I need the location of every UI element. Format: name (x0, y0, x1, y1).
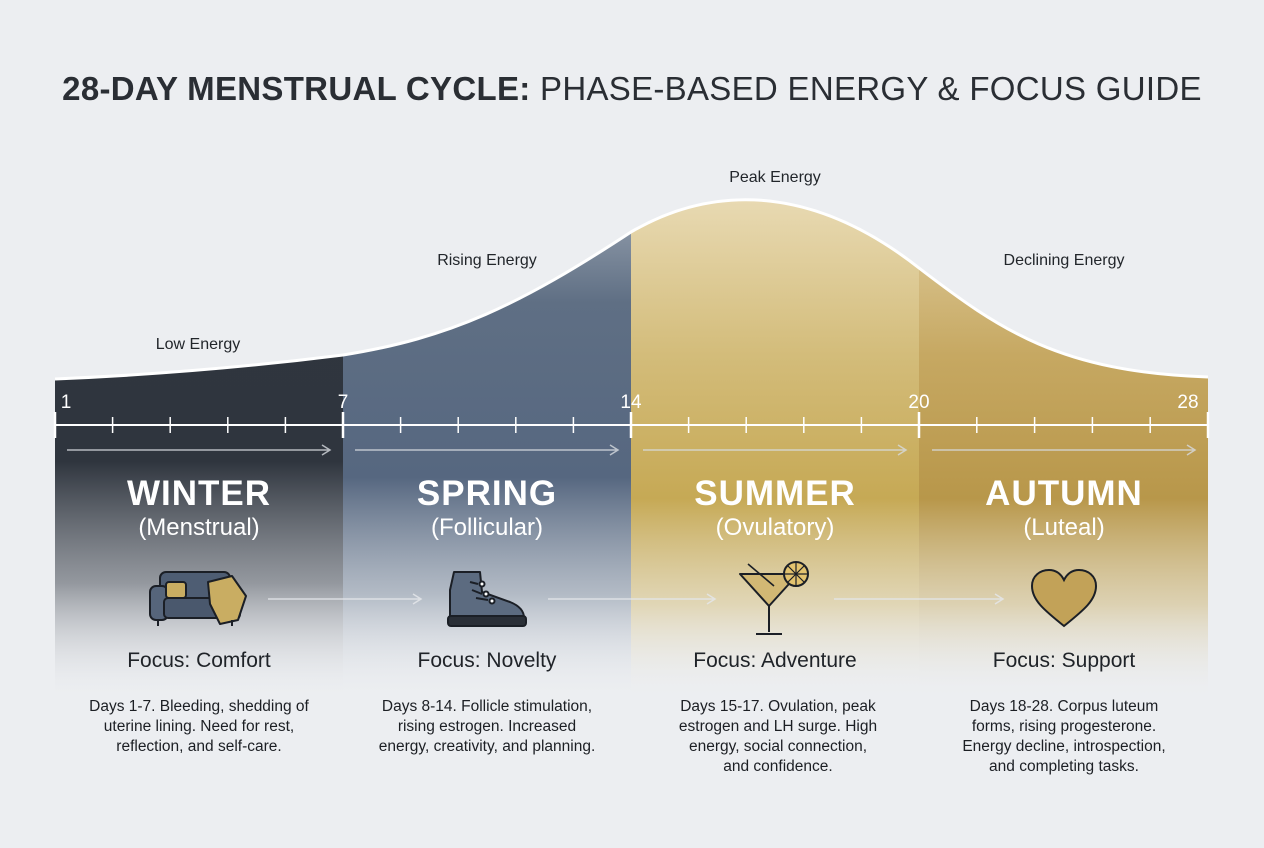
icon-arrow (548, 593, 717, 605)
focus-winter: Focus: Comfort (127, 649, 271, 672)
day-label-7: 7 (338, 392, 349, 413)
winter-band (55, 199, 343, 700)
season-autumn: AUTUMN (985, 474, 1143, 513)
energy-label-low: Low Energy (156, 336, 241, 353)
description-line: energy, creativity, and planning. (378, 738, 596, 755)
day-label-1: 1 (61, 392, 72, 413)
description-summer: Days 15-17. Ovulation, peak estrogen and… (653, 697, 903, 777)
focus-autumn: Focus: Support (993, 649, 1136, 672)
summer-band (631, 199, 919, 700)
focus-spring: Focus: Novelty (418, 649, 557, 672)
description-line: uterine lining. Need for rest, (103, 718, 295, 735)
description-line: rising estrogen. Increased (397, 718, 577, 735)
phase-ovulatory: (Ovulatory) (716, 514, 835, 541)
day-label-28: 28 (1177, 392, 1198, 413)
focus-summer: Focus: Adventure (693, 649, 856, 672)
description-line: forms, rising progesterone. (971, 718, 1157, 735)
description-line: reflection, and self-care. (116, 738, 282, 755)
energy-label-rising: Rising Energy (437, 252, 537, 269)
description-line: Days 8-14. Follicle stimulation, (381, 698, 593, 715)
title-rest: PHASE-BASED ENERGY & FOCUS GUIDE (540, 70, 1202, 107)
heart-icon (1030, 568, 1098, 628)
axis-arrow (932, 444, 1197, 456)
phase-luteal: (Luteal) (1023, 514, 1104, 541)
description-line: Days 1-7. Bleeding, shedding of (89, 698, 309, 715)
title-bold: 28-DAY MENSTRUAL CYCLE: (62, 70, 531, 107)
day-axis: 1 7 14 20 28 (53, 392, 1210, 438)
description-line: Energy decline, introspection, (962, 738, 1166, 755)
cocktail-icon (739, 561, 809, 635)
description-spring: Days 8-14. Follicle stimulation, rising … (362, 697, 612, 757)
phase-follicular: (Follicular) (431, 514, 543, 541)
description-winter: Days 1-7. Bleeding, shedding of uterine … (74, 697, 324, 757)
description-autumn: Days 18-28. Corpus luteum forms, rising … (939, 697, 1189, 777)
axis-arrow (643, 444, 908, 456)
description-line: Days 15-17. Ovulation, peak (680, 698, 876, 715)
season-summer: SUMMER (694, 474, 856, 513)
season-winter: WINTER (127, 474, 271, 513)
page-title: 28-DAY MENSTRUAL CYCLE: PHASE-BASED ENER… (0, 70, 1264, 108)
day-label-14: 14 (620, 392, 642, 413)
description-line: and confidence. (723, 758, 833, 775)
description-line: and completing tasks. (989, 758, 1139, 775)
icon-arrow (268, 593, 423, 605)
description-line: estrogen and LH surge. High (678, 718, 878, 735)
day-label-20: 20 (908, 392, 929, 413)
axis-arrow (355, 444, 620, 456)
energy-label-peak: Peak Energy (729, 169, 821, 186)
description-line: energy, social connection, (688, 738, 868, 755)
sofa-icon (149, 571, 247, 626)
axis-arrow (67, 444, 332, 456)
description-line: Days 18-28. Corpus luteum (969, 698, 1159, 715)
hiking-boot-icon (447, 571, 527, 627)
icon-arrow (834, 593, 1005, 605)
energy-curve (54, 198, 1209, 381)
minor-ticks (111, 417, 1151, 433)
axis-arrows (67, 444, 1197, 456)
energy-label-declining: Declining Energy (1004, 252, 1125, 269)
season-spring: SPRING (417, 474, 557, 513)
phase-menstrual: (Menstrual) (138, 514, 259, 541)
icon-arrows (268, 593, 1005, 605)
